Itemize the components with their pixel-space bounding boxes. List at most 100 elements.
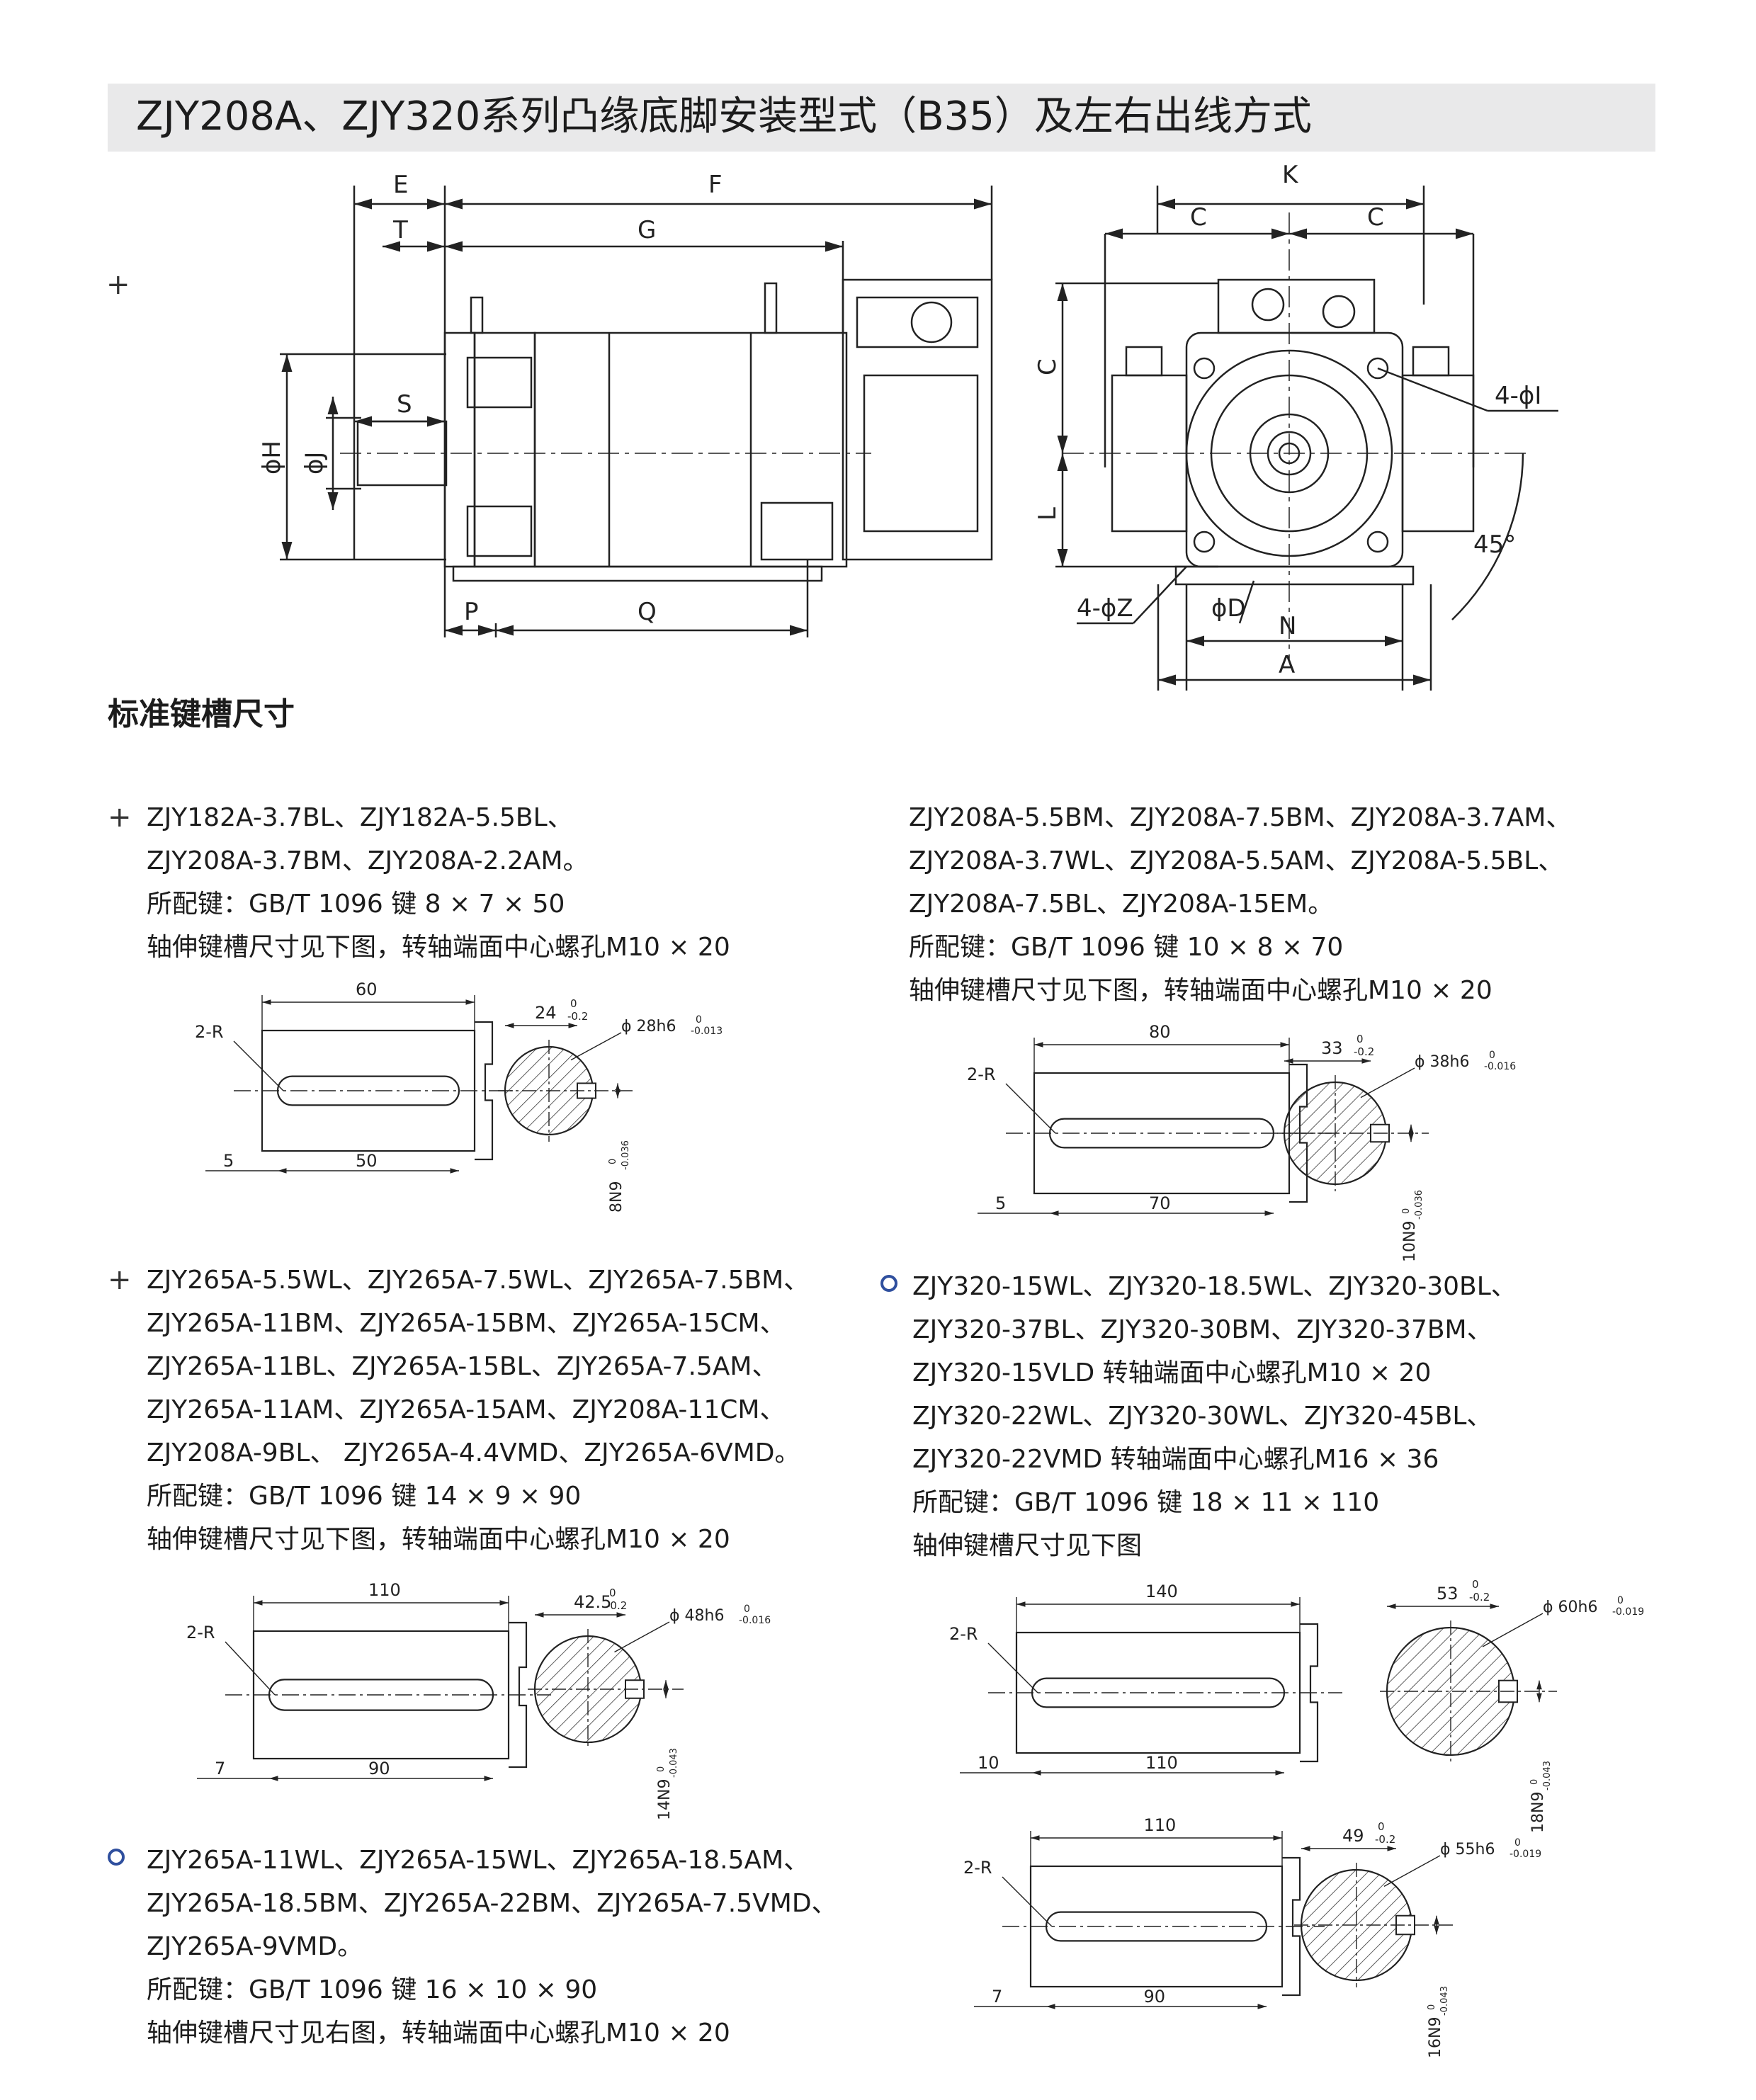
depth-label: 53: [1437, 1584, 1458, 1604]
key-length-label: 90: [1144, 1987, 1166, 2007]
dia-label: ϕ 38h6: [1415, 1053, 1469, 1071]
dim-label-phiJ: ϕJ: [300, 452, 329, 475]
depth-label: 24: [535, 1003, 557, 1023]
text-line: ZJY265A-11AM、ZJY265A-15AM、ZJY208A-11CM、: [147, 1395, 786, 1424]
text-line: 所配键：GB/T 1096 键 8 × 7 × 50: [147, 890, 565, 919]
dim-label-phiD: ϕD: [1211, 594, 1246, 623]
depth-tol-upper: 0: [609, 1587, 616, 1599]
length-label: 60: [356, 980, 378, 999]
width-tol-lower: -0.043: [1542, 1761, 1553, 1790]
depth-tol-lower: -0.2: [567, 1010, 588, 1023]
radius-leader: [987, 1642, 1038, 1693]
text-line: ZJY320-15VLD 转轴端面中心螺孔M10 × 20: [912, 1358, 1432, 1387]
dia-leader: [570, 1032, 622, 1061]
width-tol-upper: 0: [608, 1159, 618, 1164]
text-line: 轴伸键槽尺寸见下图，转轴端面中心螺孔M10 × 20: [147, 1525, 730, 1554]
dia-leader: [614, 1621, 670, 1653]
length-label: 80: [1149, 1022, 1171, 1042]
dim-label-F: F: [708, 171, 723, 199]
width-label: 8N9: [608, 1181, 625, 1213]
dia-leader: [1360, 1067, 1415, 1099]
dim-label-E: E: [393, 171, 408, 199]
text-line: 所配键：GB/T 1096 键 10 × 8 × 70: [909, 933, 1344, 962]
dim-label-C1: C: [1190, 203, 1207, 232]
depth-label: 49: [1342, 1826, 1364, 1846]
depth-tol-lower: -0.2: [1469, 1591, 1490, 1604]
shaft-break: [1300, 1623, 1319, 1763]
text-line: ZJY265A-11BL、ZJY265A-15BL、ZJY265A-7.5AM、: [147, 1352, 778, 1381]
group-4-text: ZJY265A-11WL、ZJY265A-15WL、ZJY265A-18.5AM…: [147, 1839, 837, 2055]
dim-label-N: N: [1279, 612, 1296, 640]
offset-label: 10: [978, 1753, 999, 1773]
text-line: ZJY208A-3.7WL、ZJY208A-5.5AM、ZJY208A-5.5B…: [909, 846, 1564, 875]
offset-label: 5: [223, 1151, 234, 1171]
depth-tol-upper: 0: [1378, 1820, 1385, 1833]
depth-tol-upper: 0: [570, 997, 577, 1010]
radius-label: 2-R: [949, 1624, 978, 1644]
dim-label-45deg: 45°: [1473, 530, 1516, 559]
text-line: ZJY320-37BL、ZJY320-30BM、ZJY320-37BM、: [912, 1315, 1492, 1344]
dia-tol-lower: -0.016: [1484, 1061, 1516, 1072]
circle-bullet-icon: [880, 1275, 897, 1292]
text-line: ZJY320-22VMD 转轴端面中心螺孔M16 × 36: [912, 1445, 1439, 1474]
width-tol-lower: -0.043: [669, 1748, 679, 1778]
radius-leader: [233, 1040, 284, 1091]
width-tol-upper: 0: [656, 1766, 667, 1772]
radius-leader: [225, 1641, 276, 1696]
offset-label: 7: [215, 1759, 225, 1778]
width-tol-upper: 0: [1427, 2004, 1437, 2010]
dia-leader: [1482, 1613, 1543, 1647]
text-line: ZJY208A-9BL、 ZJY265A-4.4VMD、ZJY265A-6VMD…: [147, 1438, 800, 1468]
text-line: 轴伸键槽尺寸见下图: [912, 1531, 1143, 1560]
key-length-label: 110: [1145, 1753, 1178, 1773]
length-label: 110: [368, 1580, 401, 1600]
dim-label-4-phiZ: 4-ϕZ: [1077, 594, 1133, 623]
text-line: 所配键：GB/T 1096 键 14 × 9 × 90: [147, 1482, 582, 1511]
text-line: ZJY265A-18.5BM、ZJY265A-22BM、ZJY265A-7.5V…: [147, 1889, 837, 1918]
plus-marker: +: [108, 801, 132, 834]
dim-label-G: G: [638, 216, 656, 244]
depth-tol-lower: -0.2: [1354, 1045, 1374, 1058]
group-1-text: ZJY208A-5.5BM、ZJY208A-7.5BM、ZJY208A-3.7A…: [909, 796, 1571, 1012]
text-line: ZJY265A-11BM、ZJY265A-15BM、ZJY265A-15CM、: [147, 1309, 786, 1338]
dia-tol-lower: -0.019: [1509, 1849, 1541, 1860]
length-label: 140: [1145, 1582, 1178, 1601]
width-tol-upper: 0: [1401, 1208, 1412, 1214]
width-label: 14N9: [656, 1779, 674, 1820]
width-label: 16N9: [1427, 2017, 1444, 2058]
title-bar: ZJY208A、ZJY320系列凸缘底脚安装型式（B35）及左右出线方式: [108, 84, 1655, 152]
circle-bullet-icon: [108, 1849, 125, 1866]
text-line: ZJY320-15WL、ZJY320-18.5WL、ZJY320-30BL、: [912, 1272, 1517, 1301]
width-label: 18N9: [1529, 1792, 1547, 1833]
width-label: 10N9: [1401, 1221, 1419, 1262]
key-length-label: 50: [356, 1151, 378, 1171]
plus-marker: +: [108, 1264, 132, 1296]
text-line: 所配键：GB/T 1096 键 18 × 11 × 110: [912, 1488, 1380, 1517]
length-label: 110: [1144, 1815, 1177, 1835]
text-line: 所配键：GB/T 1096 键 16 × 10 × 90: [147, 1975, 598, 2004]
dim-label-C3: C: [1033, 358, 1062, 375]
width-tol-lower: -0.036: [621, 1140, 631, 1170]
dia-tol-upper: 0: [744, 1604, 750, 1615]
plus-marker: +: [106, 268, 130, 301]
text-line: ZJY208A-7.5BL、ZJY208A-15EM。: [909, 890, 1334, 919]
group-0-text: ZJY182A-3.7BL、ZJY182A-5.5BL、 ZJY208A-3.7…: [147, 796, 730, 969]
radius-label: 2-R: [963, 1858, 992, 1878]
group-3-text: ZJY320-15WL、ZJY320-18.5WL、ZJY320-30BL、 Z…: [912, 1265, 1517, 1567]
text-line: ZJY265A-9VMD。: [147, 1932, 363, 1961]
dia-tol-lower: -0.016: [739, 1615, 771, 1626]
shaft-break: [509, 1621, 528, 1769]
text-line: 轴伸键槽尺寸见下图，转轴端面中心螺孔M10 × 20: [909, 976, 1492, 1005]
text-line: ZJY182A-3.7BL、ZJY182A-5.5BL、: [147, 803, 573, 832]
radius-label: 2-R: [195, 1022, 224, 1042]
dim-label-A: A: [1279, 651, 1295, 679]
depth-label: 33: [1321, 1038, 1343, 1058]
group-2-text: ZJY265A-5.5WL、ZJY265A-7.5WL、ZJY265A-7.5B…: [147, 1259, 809, 1561]
section-heading: 标准键槽尺寸: [108, 696, 295, 732]
width-tol-upper: 0: [1529, 1779, 1540, 1785]
dia-label: ϕ 28h6: [621, 1018, 676, 1035]
text-line: 轴伸键槽尺寸见下图，转轴端面中心螺孔M10 × 20: [147, 933, 730, 962]
dia-tol-upper: 0: [1514, 1837, 1521, 1849]
dim-label-K: K: [1282, 161, 1299, 189]
